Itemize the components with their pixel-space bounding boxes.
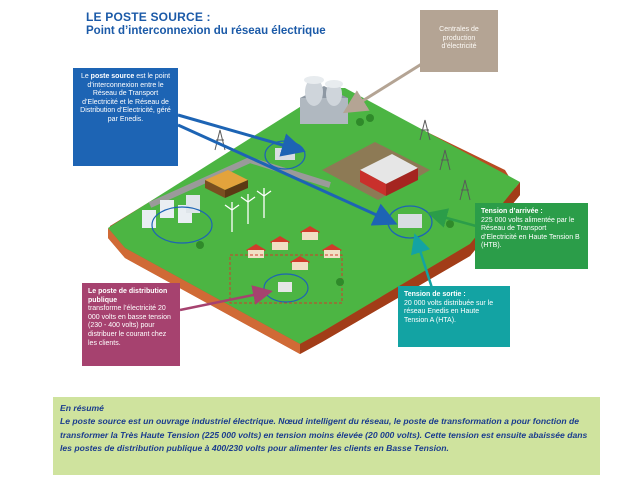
- callout-poste-source-pre: Le: [80, 73, 91, 80]
- callout-centrales: Centrales de production d’électricité: [420, 10, 498, 72]
- callout-poste-distribution: Le poste de distribution publique transf…: [82, 283, 180, 366]
- houses-icon: [229, 226, 343, 304]
- substation-building-icon: [360, 154, 418, 196]
- callout-sortie-title: Tension de sortie :: [404, 291, 466, 298]
- summary-text: Le poste source est un ouvrage industrie…: [60, 416, 588, 454]
- summary-title: En résumé: [60, 403, 104, 413]
- callout-sortie-text: 20 000 volts distribuée sur le réseau En…: [404, 299, 494, 324]
- callout-tension-sortie: Tension de sortie : 20 000 volts distrib…: [398, 286, 510, 347]
- callout-distribution-title: Le poste de distribution publique: [88, 288, 168, 304]
- ground-slab: [108, 88, 520, 354]
- summary-box: En résumé Le poste source est un ouvrage…: [53, 397, 600, 475]
- road: [148, 156, 331, 208]
- callout-distribution-text: transforme l’électricité 20 000 volts en…: [88, 305, 171, 347]
- callout-arrivee-text: 225 000 volts alimentée par le Réseau de…: [481, 216, 580, 250]
- arrow-distribution: [179, 285, 273, 312]
- power-plant-icon: [300, 76, 348, 124]
- callout-centrales-text: Centrales de production d’électricité: [439, 26, 479, 51]
- callout-arrivee-title: Tension d’arrivée :: [481, 208, 543, 215]
- wind-turbines-icon: [224, 188, 272, 232]
- grid-illustration: [108, 58, 520, 354]
- callout-poste-source: Le poste source est le point d’interconn…: [73, 68, 178, 166]
- page-title: LE POSTE SOURCE :: [86, 10, 211, 24]
- callout-poste-source-bold: poste source: [90, 73, 135, 80]
- callout-poste-source-text: est le point d’interconnexion entre le R…: [80, 73, 171, 123]
- callout-tension-arrivee: Tension d’arrivée : 225 000 volts alimen…: [475, 203, 588, 269]
- arrow-sortie: [411, 233, 434, 289]
- page-subtitle: Point d’interconnexion du réseau électri…: [86, 25, 326, 37]
- arrow-arrivee: [427, 208, 477, 228]
- arrow-poste-source-2: [177, 123, 398, 226]
- arrow-poste-source: [177, 113, 306, 157]
- industrial-tanks-icon: [142, 195, 213, 244]
- warehouse-icon: [205, 170, 248, 198]
- arrow-centrales: [342, 58, 429, 114]
